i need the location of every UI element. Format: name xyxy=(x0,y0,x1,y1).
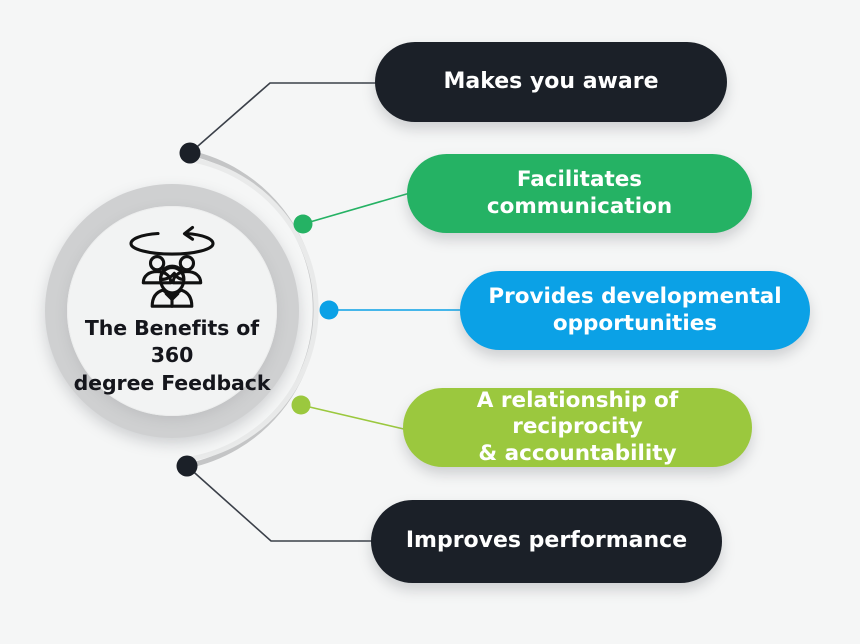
page-title: The Benefits of 360 degree Feedback xyxy=(65,315,280,397)
benefit-pill-provides-developmental-opportunities[interactable]: Provides developmental opportunities xyxy=(460,271,810,350)
benefit-label-line-1: A relationship of reciprocity xyxy=(476,388,679,440)
connector-line-improves-performance xyxy=(186,465,374,542)
360-degree-feedback-people-icon xyxy=(129,225,215,308)
connector-line-facilitates-communication xyxy=(302,192,411,225)
benefit-pill-makes-you-aware[interactable]: Makes you aware xyxy=(375,42,727,122)
benefit-label-line-1: Provides developmental xyxy=(488,284,782,310)
benefit-label-facilitates-communication: Facilitates communication xyxy=(486,167,673,219)
benefit-label-line-2: opportunities xyxy=(552,310,718,336)
benefit-pill-relationship-of-reciprocity-accountability[interactable]: A relationship of reciprocity & accounta… xyxy=(403,388,752,467)
benefit-label-improves-performance: Improves performance xyxy=(405,528,688,554)
connector-line-relationship-of-reciprocity-accountability xyxy=(300,404,409,431)
connector-dot-improves-performance xyxy=(176,455,198,477)
connector-dot-makes-you-aware xyxy=(179,142,201,164)
hub-title-line-1: The Benefits of 360 xyxy=(84,315,260,368)
hub-inner-circle: The Benefits of 360 degree Feedback xyxy=(67,206,277,416)
benefit-label-line-2: & accountability xyxy=(478,440,677,466)
connector-dot-provides-developmental-opportunities xyxy=(319,300,339,320)
benefit-pill-facilitates-communication[interactable]: Facilitates communication xyxy=(407,154,752,233)
benefit-label-makes-you-aware: Makes you aware xyxy=(443,68,659,94)
benefit-label-provides-developmental-opportunities: Provides developmental opportunities xyxy=(488,284,781,336)
connector-line-makes-you-aware xyxy=(189,82,378,154)
benefit-pill-improves-performance[interactable]: Improves performance xyxy=(371,500,722,583)
center-hub[interactable]: The Benefits of 360 degree Feedback xyxy=(45,184,299,438)
hub-title-line-2: degree Feedback xyxy=(73,370,271,395)
benefit-label-relationship-of-reciprocity-accountability: A relationship of reciprocity & accounta… xyxy=(425,388,730,467)
